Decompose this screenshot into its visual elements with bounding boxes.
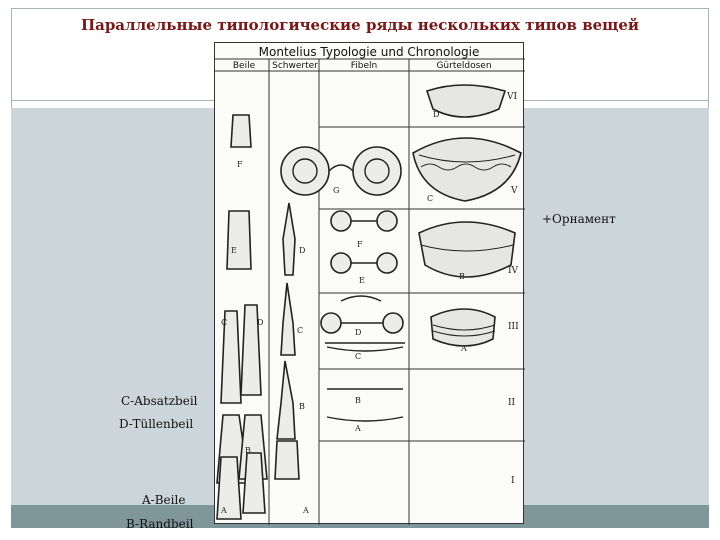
column-header-guerteldosen: Gürteldosen — [436, 61, 492, 71]
svg-text:C: C — [427, 194, 433, 203]
column-header-beile: Beile — [232, 61, 256, 71]
bowl-iv-drawing — [418, 221, 516, 278]
typology-plate: Montelius Typologie und Chronologie Beil… — [214, 42, 525, 525]
bowl-iii-drawing — [430, 308, 496, 347]
svg-text:I: I — [511, 476, 515, 486]
svg-text:D: D — [355, 328, 361, 337]
svg-text:F: F — [357, 240, 363, 249]
column-header-fibeln: Fibeln — [350, 61, 378, 71]
bowl-v-drawing — [412, 137, 522, 202]
svg-text:VI: VI — [506, 92, 517, 102]
svg-text:E: E — [231, 246, 237, 255]
label-c-absatzbeil: C-Absatzbeil — [121, 394, 198, 408]
plate-drawing: VI V IV III II I — [215, 58, 525, 525]
svg-text:B: B — [299, 402, 305, 411]
svg-text:III: III — [508, 322, 519, 332]
svg-text:II: II — [508, 398, 516, 408]
svg-text:C: C — [297, 326, 303, 335]
svg-text:G: G — [333, 186, 339, 195]
svg-text:B: B — [459, 272, 465, 281]
svg-text:A: A — [354, 424, 361, 433]
svg-text:C: C — [355, 352, 361, 361]
svg-text:D: D — [433, 110, 439, 119]
column-header-schwerter: Schwerter — [272, 61, 318, 71]
bowl-vi-drawing — [425, 84, 507, 118]
svg-text:C: C — [221, 318, 227, 327]
svg-text:B: B — [245, 446, 251, 455]
svg-text:A: A — [220, 506, 227, 515]
svg-text:IV: IV — [508, 266, 519, 276]
label-a-beile: A-Beile — [142, 493, 186, 507]
svg-text:F: F — [237, 160, 243, 169]
svg-text:D: D — [257, 318, 263, 327]
svg-text:A: A — [460, 344, 467, 353]
plate-title: Montelius Typologie und Chronologie — [258, 45, 480, 59]
svg-text:D: D — [299, 246, 305, 255]
svg-text:V: V — [510, 186, 518, 196]
ornament-note: +Орнамент — [542, 212, 616, 226]
slide-title: Параллельные типологические ряды несколь… — [80, 16, 640, 34]
svg-text:A: A — [302, 506, 309, 515]
svg-text:B: B — [355, 396, 361, 405]
label-d-tuellenbeil: D-Tüllenbeil — [119, 417, 194, 431]
svg-text:E: E — [359, 276, 365, 285]
label-b-randbeil: B-Randbeil — [126, 517, 194, 531]
